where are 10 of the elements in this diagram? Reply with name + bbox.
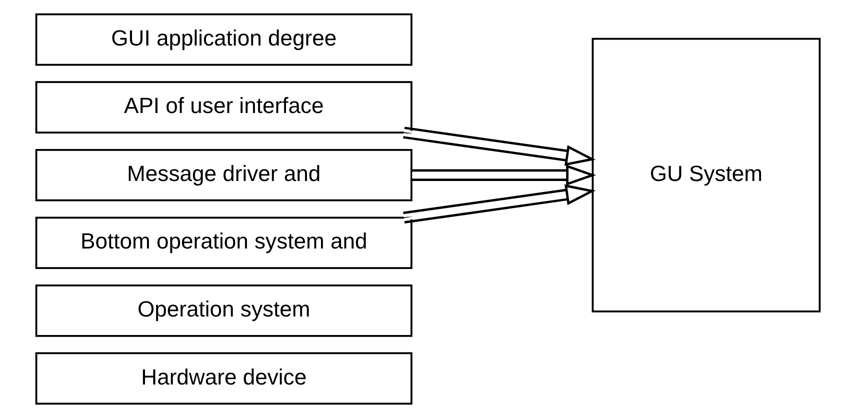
node-box: API of user interface <box>35 81 412 134</box>
node-box: Operation system <box>35 284 412 337</box>
node-box: GUI application degree <box>35 13 412 66</box>
node-box: Bottom operation system and <box>35 216 412 270</box>
arrow <box>403 126 596 166</box>
node-box: Message driver and <box>35 148 412 202</box>
arrow <box>412 164 596 186</box>
node-box: GU System <box>592 38 821 312</box>
arrow <box>403 184 596 224</box>
node-box: Hardware device <box>35 352 412 405</box>
